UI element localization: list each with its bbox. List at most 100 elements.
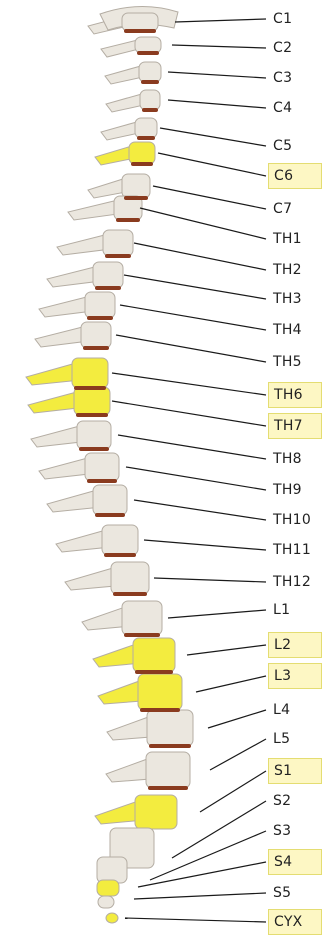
- spinous-process-l4: [107, 716, 151, 740]
- disc-c3: [141, 80, 159, 84]
- vertebra-body-c6: [129, 142, 155, 164]
- leader-line-th7: [112, 401, 266, 426]
- vertebra-label-l3: L3: [268, 663, 322, 689]
- spinous-process-th12: [65, 567, 115, 590]
- spinous-process-l2: [93, 644, 137, 667]
- spinous-process-th11: [56, 530, 106, 552]
- vertebra-label-s2: S2: [268, 788, 322, 814]
- vertebral-bodies: [72, 6, 193, 923]
- vertebra-label-l2: L2: [268, 632, 322, 658]
- spinous-process-l3: [98, 680, 142, 704]
- vertebra-label-c4: C4: [268, 95, 322, 121]
- vertebra-label-c3: C3: [268, 65, 322, 91]
- spinous-process-th7: [28, 392, 78, 413]
- vertebra-label-l1: L1: [268, 597, 322, 623]
- leader-line-c7: [153, 186, 266, 209]
- leader-line-th2: [134, 243, 266, 270]
- vertebra-label-c1: C1: [268, 6, 322, 32]
- disc-th9: [87, 479, 117, 483]
- vertebra-label-th4: TH4: [268, 317, 322, 343]
- disc-l1: [124, 633, 160, 637]
- spinous-process-th5: [35, 326, 85, 347]
- vertebra-label-th3: TH3: [268, 286, 322, 312]
- disc-l3: [140, 708, 180, 712]
- vertebra-label-th7: TH7: [268, 413, 322, 439]
- leader-line-c2: [172, 45, 266, 48]
- vertebra-label-c6: C6: [268, 163, 322, 189]
- disc-th6: [74, 386, 106, 390]
- leader-line-th3: [124, 275, 266, 299]
- leader-line-s3: [150, 831, 266, 880]
- vertebra-label-th2: TH2: [268, 257, 322, 283]
- vertebra-body-l2: [133, 638, 175, 672]
- leader-line-th9: [126, 467, 266, 490]
- leader-line-l4: [208, 710, 266, 728]
- leader-line-s1: [200, 771, 266, 812]
- spinous-process-l5: [106, 758, 150, 782]
- spinous-process-c4: [106, 93, 144, 112]
- vertebra-label-s3: S3: [268, 818, 322, 844]
- disc-th4: [87, 316, 113, 320]
- leader-line-l1: [168, 610, 266, 618]
- leader-line-cyx: [125, 918, 266, 922]
- disc-c1: [124, 29, 156, 33]
- leader-line-th5: [116, 335, 266, 362]
- leader-line-th6: [112, 373, 266, 395]
- vertebra-label-s1: S1: [268, 758, 322, 784]
- leader-line-th4: [120, 305, 266, 330]
- vertebra-label-s5: S5: [268, 880, 322, 906]
- vertebra-label-th10: TH10: [268, 507, 322, 533]
- spinous-process-th2: [57, 234, 107, 255]
- vertebra-body-th5: [81, 322, 111, 348]
- vertebra-body-cyx: [106, 913, 118, 923]
- disc-l2: [135, 670, 173, 674]
- leader-line-c1: [175, 19, 266, 22]
- vertebra-label-th11: TH11: [268, 537, 322, 563]
- spinous-process-th3: [47, 266, 97, 287]
- vertebra-body-c7: [122, 174, 150, 198]
- leader-line-l2: [187, 645, 266, 655]
- spinous-process-th8: [31, 426, 81, 447]
- spinous-process-th6: [26, 363, 76, 385]
- vertebra-body-c3: [139, 62, 161, 82]
- disc-th10: [95, 513, 125, 517]
- vertebra-label-c5: C5: [268, 133, 322, 159]
- vertebra-label-c7: C7: [268, 196, 322, 222]
- disc-th8: [79, 447, 109, 451]
- spinous-process-th4: [39, 296, 89, 317]
- vertebra-label-th1: TH1: [268, 226, 322, 252]
- disc-th1: [116, 218, 140, 222]
- disc-th2: [105, 254, 131, 258]
- vertebra-body-th10: [93, 485, 127, 515]
- leader-line-th11: [144, 540, 266, 550]
- vertebra-body-s4: [97, 880, 119, 896]
- vertebra-label-cyx: CYX: [268, 909, 322, 935]
- spinous-process-s1: [95, 801, 139, 824]
- leader-line-l3: [196, 676, 266, 692]
- leader-line-s4: [138, 862, 266, 887]
- spinous-processes: [26, 16, 151, 824]
- vertebra-label-th12: TH12: [268, 569, 322, 595]
- vertebra-body-c5: [135, 118, 157, 138]
- vertebra-body-th7: [74, 387, 110, 415]
- vertebra-body-s5: [98, 896, 114, 908]
- disc-l4: [149, 744, 191, 748]
- disc-th11: [104, 553, 136, 557]
- vertebra-body-th12: [111, 562, 149, 594]
- vertebra-label-c2: C2: [268, 35, 322, 61]
- leader-line-th8: [118, 435, 266, 459]
- leader-line-c3: [168, 72, 266, 78]
- vertebra-body-th9: [85, 453, 119, 481]
- spinous-process-c2: [101, 40, 139, 57]
- spinous-process-th10: [47, 490, 97, 512]
- vertebra-label-th6: TH6: [268, 382, 322, 408]
- vertebra-body-c1: [122, 13, 158, 31]
- vertebra-body-th2: [103, 230, 133, 256]
- vertebra-label-th5: TH5: [268, 349, 322, 375]
- spinous-process-c3: [105, 65, 143, 84]
- leader-line-th10: [134, 500, 266, 520]
- leader-line-s2: [172, 801, 266, 858]
- leader-line-s5: [134, 893, 266, 899]
- disc-c2: [137, 51, 159, 55]
- spinous-process-c6: [95, 146, 133, 165]
